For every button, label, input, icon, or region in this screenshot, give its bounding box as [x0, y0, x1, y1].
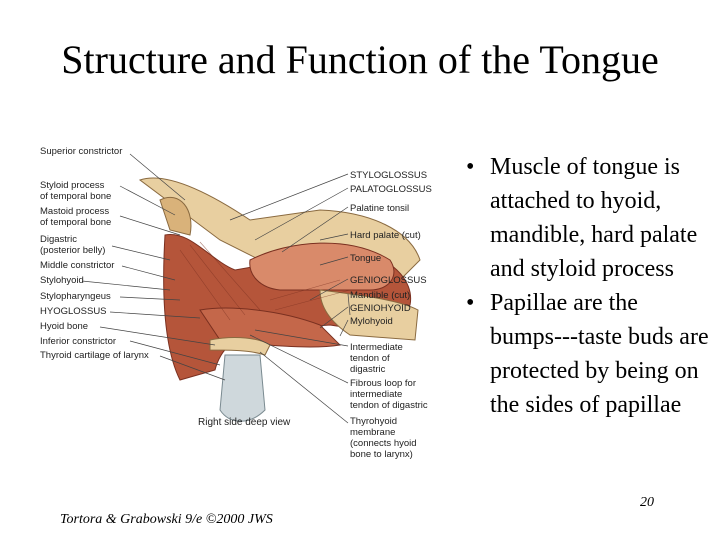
- page-number: 20: [640, 495, 654, 510]
- tongue-anatomy-figure: Superior constrictor Styloid process of …: [20, 140, 440, 470]
- footer-credit: Tortora & Grabowski 9/e ©2000 JWS: [60, 512, 273, 527]
- label-superior-constrictor: Superior constrictor: [40, 146, 123, 157]
- label-intermediate-tendon: Intermediate tendon of digastric: [350, 342, 403, 375]
- bullet-item: Papillae are the bumps---taste buds are …: [462, 286, 714, 422]
- label-hyoid-bone: Hyoid bone: [40, 321, 89, 332]
- label-hyoglossus: HYOGLOSSUS: [40, 306, 107, 317]
- label-stylohyoid: Stylohyoid: [40, 275, 84, 286]
- label-thyrohyoid-membrane: Thyrohyoid membrane (connects hyoid bone…: [350, 416, 417, 460]
- label-thyroid-cartilage: Thyroid cartilage of larynx: [40, 350, 149, 361]
- slide-title: Structure and Function of the Tongue: [61, 37, 659, 82]
- label-genioglossus: GENIOGLOSSUS: [350, 275, 427, 286]
- label-tongue: Tongue: [350, 253, 382, 264]
- label-fibrous-loop: Fibrous loop for intermediate tendon of …: [350, 378, 428, 411]
- label-geniohyoid: GENIOHYOID: [350, 303, 411, 314]
- bullet-item: Muscle of tongue is attached to hyoid, m…: [462, 150, 714, 286]
- label-stylopharyngeus: Stylopharyngeus: [40, 291, 111, 302]
- label-palatine-tonsil: Palatine tonsil: [350, 203, 410, 214]
- label-mastoid-process: Mastoid process of temporal bone: [40, 206, 112, 228]
- label-hard-palate: Hard palate (cut): [350, 230, 421, 241]
- label-digastric-posterior: Digastric (posterior belly): [40, 234, 106, 256]
- label-styloglossus: STYLOGLOSSUS: [350, 170, 428, 181]
- label-middle-constrictor: Middle constrictor: [40, 260, 115, 271]
- figure-caption: Right side deep view: [198, 417, 291, 428]
- label-inferior-constrictor: Inferior constrictor: [40, 336, 117, 347]
- label-palatoglossus: PALATOGLOSSUS: [350, 184, 432, 195]
- label-mylohyoid: Mylohyoid: [350, 316, 393, 327]
- label-styloid-process: Styloid process of temporal bone: [40, 180, 112, 202]
- label-mandible: Mandible (cut): [350, 290, 411, 301]
- anatomy-illustration: [81, 153, 421, 424]
- bullet-list: Muscle of tongue is attached to hyoid, m…: [462, 150, 714, 422]
